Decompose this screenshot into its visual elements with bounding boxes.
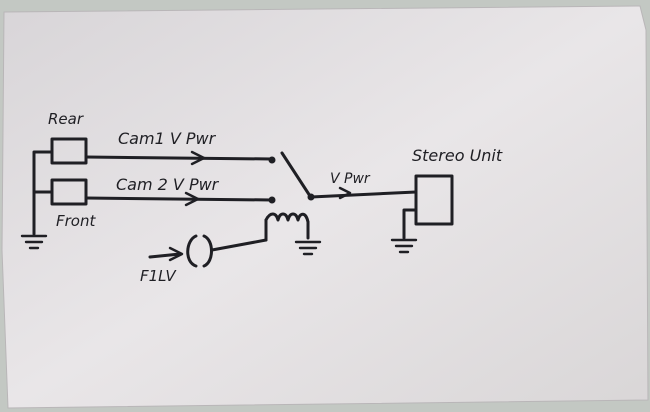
cam1-power-wire xyxy=(84,155,274,161)
stereo-unit-label: Stereo Unit xyxy=(412,146,503,165)
trigger-arrow-icon xyxy=(168,246,184,262)
relay-switch-arm xyxy=(280,151,312,198)
cam1-arrow-icon xyxy=(190,150,206,166)
rear-label: Rear xyxy=(48,110,84,128)
fuse-to-coil-wire xyxy=(210,238,268,252)
left-ground-symbol xyxy=(20,234,48,250)
cam2-wire-label: Cam 2 V Pwr xyxy=(116,175,220,194)
output-wire-label: V Pwr xyxy=(330,171,371,187)
cam1-wire-label: Cam1 V Pwr xyxy=(118,129,217,148)
coil-ground-symbol xyxy=(294,240,322,256)
front-label: Front xyxy=(56,212,96,230)
switch-contact-1 xyxy=(268,156,276,164)
stereo-ground-wire xyxy=(402,208,418,240)
relay-coil xyxy=(264,212,310,224)
trigger-input-label: F1LV xyxy=(140,267,177,285)
cam2-arrow-icon xyxy=(184,191,200,207)
stereo-arrow-icon xyxy=(338,186,352,200)
stereo-power-wire xyxy=(309,190,418,199)
fuse-left-bracket xyxy=(186,234,198,268)
rear-ground-wire xyxy=(32,150,54,236)
switch-contact-2 xyxy=(268,196,276,204)
cam2-power-wire xyxy=(84,196,274,202)
trigger-input-wire xyxy=(148,252,182,259)
stereo-unit-box xyxy=(414,174,454,226)
paper-sheet xyxy=(1,5,649,409)
stereo-ground-symbol xyxy=(390,238,418,254)
